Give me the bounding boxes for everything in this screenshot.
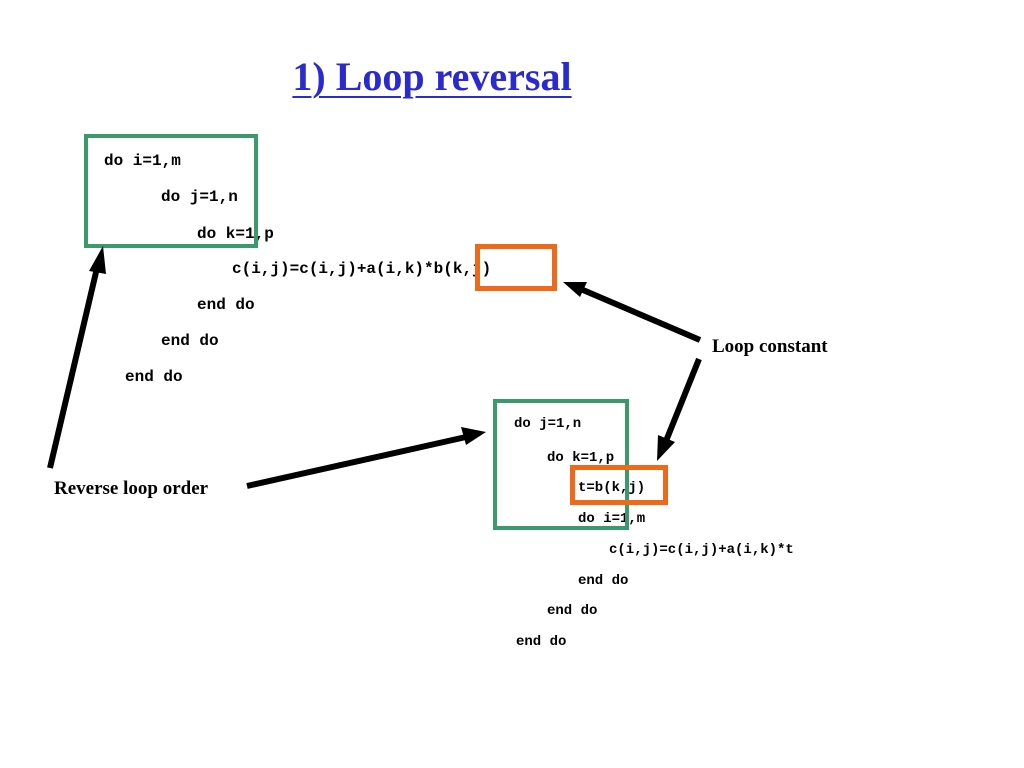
code-line: do j=1,n xyxy=(514,416,582,432)
reordered-loops-highlight-box xyxy=(493,399,629,530)
code-line: c(i,j)=c(i,j)+a(i,k)*b(k,j) xyxy=(232,260,492,278)
arrow-to-outer-loops xyxy=(47,246,106,469)
code-line: do i=1,m xyxy=(104,152,181,170)
code-line: end do xyxy=(161,332,219,350)
arrow-to-reordered-loops xyxy=(246,427,486,489)
reverse-loop-order-label: Reverse loop order xyxy=(54,478,209,499)
outer-loops-highlight-box xyxy=(84,134,258,248)
slide-title: 1) Loop reversal xyxy=(292,54,572,99)
code-line: end do xyxy=(516,634,567,650)
code-line: end do xyxy=(547,603,598,619)
loop-constant-highlight-box xyxy=(475,244,557,291)
code-line: do i=1,m xyxy=(578,511,646,527)
code-line: end do xyxy=(578,573,629,589)
code-line: do k=1,p xyxy=(197,225,274,243)
code-line: do k=1,p xyxy=(547,450,615,466)
loop-constant-label: Loop constant xyxy=(712,336,828,357)
code-line: do j=1,n xyxy=(161,188,238,206)
code-line: end do xyxy=(197,296,255,314)
code-line: c(i,j)=c(i,j)+a(i,k)*t xyxy=(609,542,794,558)
arrow-to-loop-constant xyxy=(563,282,702,343)
arrow-to-hoisted-constant xyxy=(657,357,702,461)
hoisted-constant-highlight-box xyxy=(570,465,668,505)
code-line: end do xyxy=(125,368,183,386)
